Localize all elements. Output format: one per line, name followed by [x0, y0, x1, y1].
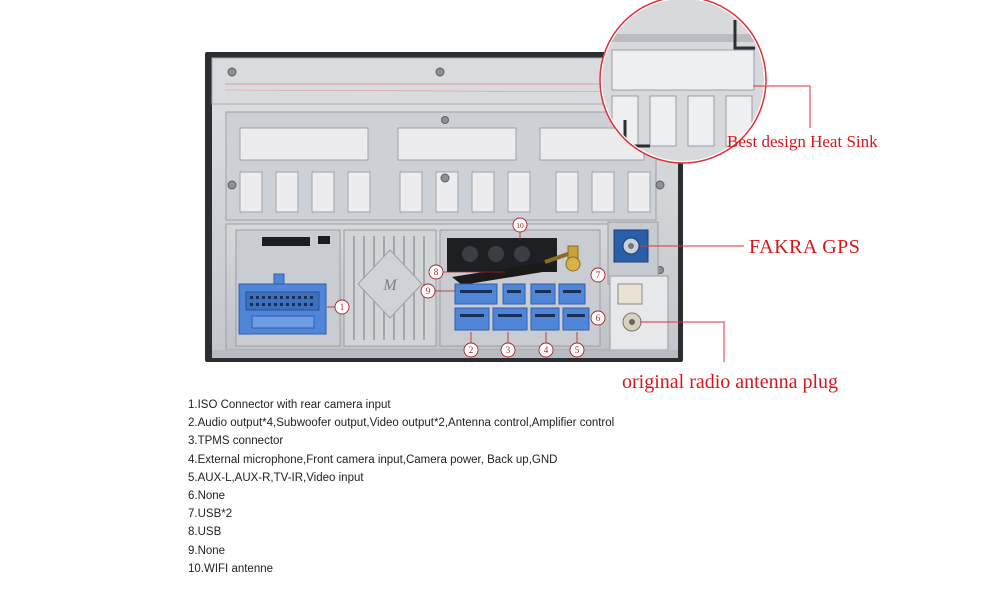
marker-9: 9 [426, 286, 431, 296]
legend-item: 9.None [188, 544, 226, 557]
fakra-gps-connector [613, 229, 649, 263]
heat-sink-callout: Best design Heat Sink [727, 132, 878, 151]
marker-1: 1 [340, 302, 345, 312]
marker-4: 4 [544, 345, 549, 355]
legend-item: 6.None [188, 490, 226, 503]
number-markers [334, 217, 606, 358]
legend-item: 1.ISO Connector with rear camera input [188, 399, 391, 411]
legend-item: 7.USB*2 [188, 508, 233, 521]
marker-7: 7 [596, 270, 601, 280]
legend-item: 5.AUX-L,AUX-R,TV-IR,Video input [188, 471, 364, 484]
legend-item: 2.Audio output*4,Subwoofer output,Video … [188, 417, 615, 430]
heat-sink-zoom [599, 0, 767, 164]
connector-legend-list: 1.ISO Connector with rear camera input 2… [188, 396, 614, 578]
legend-item: 10.WIFI antenne [188, 562, 274, 575]
radio-antenna-callout: original radio antenna plug [622, 371, 839, 393]
callout-leaders [640, 85, 811, 362]
legend-item: 8.USB [188, 526, 222, 539]
marker-6: 6 [596, 313, 601, 323]
marker-5: 5 [575, 345, 580, 355]
marker-8: 8 [434, 267, 439, 277]
multi-connectors [454, 283, 590, 331]
marker-2: 2 [469, 345, 474, 355]
legend-item: 4.External microphone,Front camera input… [188, 453, 558, 466]
legend-item: 3.TPMS connector [188, 435, 284, 448]
vent-grille: M [343, 229, 437, 347]
iso-connector [238, 273, 327, 335]
marker-10: 10 [516, 221, 524, 230]
marker-3: 3 [506, 345, 511, 355]
m-logo-icon: M [382, 277, 398, 294]
fakra-gps-callout: FAKRA GPS [749, 236, 861, 258]
wifi-antenna-icon [452, 245, 581, 285]
chassis: M [205, 52, 683, 362]
